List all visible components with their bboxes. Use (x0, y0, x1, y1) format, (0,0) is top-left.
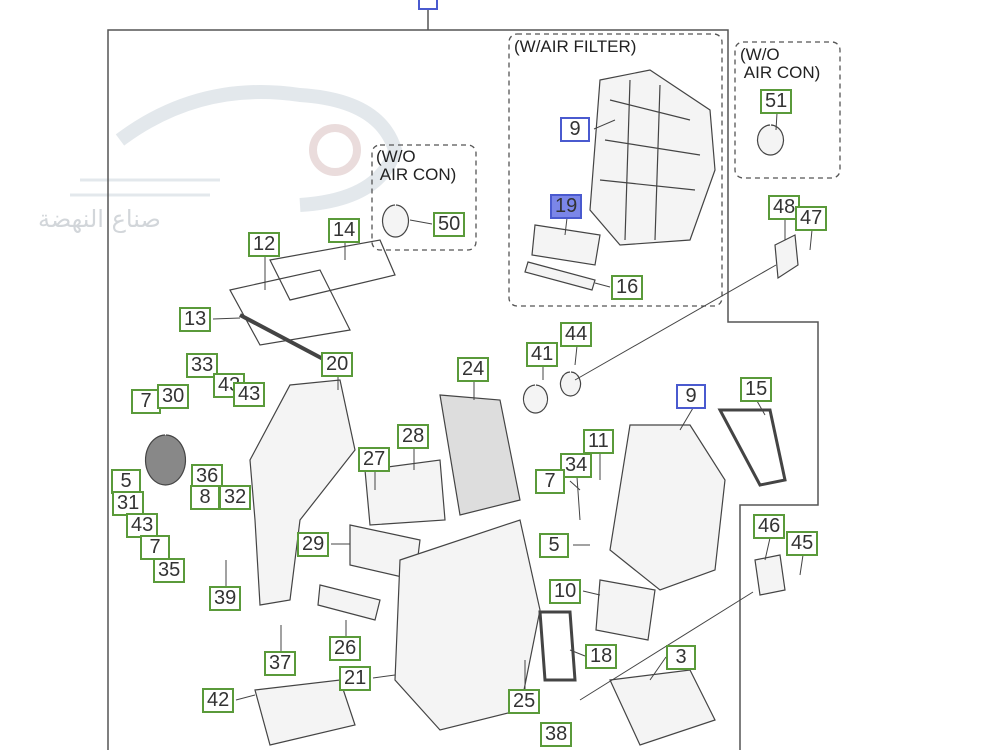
part-callout-43[interactable]: 43 (126, 513, 159, 538)
part-callout-27[interactable]: 27 (358, 447, 391, 472)
part-callout-46[interactable]: 46 (753, 514, 786, 539)
part-callout-7[interactable]: 7 (535, 469, 565, 494)
part-callout-18[interactable]: 18 (585, 644, 618, 669)
part-callout-14[interactable]: 14 (328, 218, 361, 243)
part-callout-9[interactable]: 9 (560, 117, 590, 142)
note-without-air-con-right: (W/O AIR CON) (740, 45, 821, 82)
part-callout-12[interactable]: 12 (248, 232, 281, 257)
watermark-text: صناع النهضة (38, 205, 161, 233)
frame-lines (107, 10, 819, 750)
part-callout-28[interactable]: 28 (397, 424, 430, 449)
note-without-air-con-left: (W/O AIR CON) (376, 147, 457, 184)
option-boxes (371, 33, 841, 307)
part-callout-41[interactable]: 41 (526, 342, 559, 367)
part-callout-35[interactable]: 35 (153, 558, 186, 583)
part-callout-42[interactable]: 42 (202, 688, 235, 713)
part-callout-48[interactable]: 48 (768, 195, 801, 220)
part-callout-11[interactable]: 11 (583, 429, 614, 454)
part-callout-51[interactable]: 51 (760, 89, 793, 114)
part-callout-9[interactable]: 9 (676, 384, 706, 409)
part-callout-34[interactable]: 34 (560, 453, 593, 478)
part-callout-15[interactable]: 15 (740, 377, 773, 402)
part-callout-33[interactable]: 33 (186, 353, 219, 378)
leader-lines (212, 112, 813, 701)
part-outlines (144, 69, 799, 746)
part-callout-10[interactable]: 10 (549, 579, 582, 604)
part-callout-25[interactable]: 25 (508, 689, 541, 714)
part-callout-8[interactable]: 8 (190, 485, 220, 510)
part-callout-32[interactable]: 32 (219, 485, 252, 510)
part-callout-20[interactable]: 20 (321, 352, 354, 377)
part-callout-45[interactable]: 45 (786, 531, 819, 556)
part-callout-24[interactable]: 24 (457, 357, 490, 382)
part-callout-16[interactable]: 16 (611, 275, 644, 300)
part-callout-37[interactable]: 37 (264, 651, 297, 676)
part-callout-21[interactable]: 21 (339, 666, 372, 691)
part-callout-13[interactable]: 13 (179, 307, 212, 332)
watermark-car-logo (70, 85, 403, 212)
part-callout-26[interactable]: 26 (329, 636, 362, 661)
part-callout-43[interactable]: 43 (233, 382, 266, 407)
part-callout-50[interactable]: 50 (433, 212, 466, 237)
note-with-air-filter: (W/AIR FILTER) (514, 37, 637, 56)
part-callout-19[interactable]: 19 (550, 194, 583, 219)
part-callout-7[interactable]: 7 (140, 535, 170, 560)
reference-bracket (418, 0, 438, 10)
part-callout-30[interactable]: 30 (157, 384, 190, 409)
part-callout-39[interactable]: 39 (209, 586, 242, 611)
part-callout-38[interactable]: 38 (540, 722, 573, 747)
part-callout-29[interactable]: 29 (297, 532, 330, 557)
part-callout-5[interactable]: 5 (539, 533, 569, 558)
part-callout-44[interactable]: 44 (560, 322, 593, 347)
part-callout-47[interactable]: 47 (795, 206, 828, 231)
part-callout-3[interactable]: 3 (666, 645, 696, 670)
